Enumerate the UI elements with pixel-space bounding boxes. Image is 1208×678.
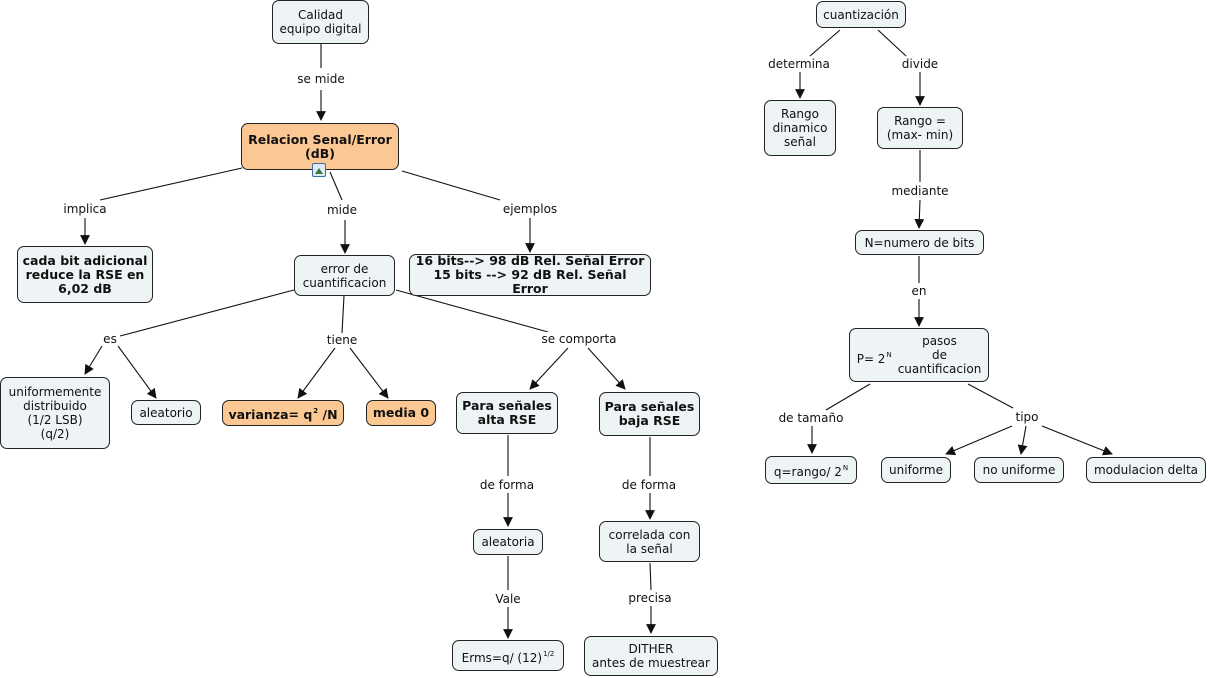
node-aleatorio[interactable]: aleatorio bbox=[131, 400, 201, 425]
node-rango-max-min[interactable]: Rango = (max- min) bbox=[877, 107, 963, 149]
node-text: DITHER bbox=[628, 642, 674, 656]
node-text: reduce la RSE en bbox=[25, 266, 145, 282]
node-correlada-con-la-senal[interactable]: correlada con la señal bbox=[599, 521, 700, 562]
node-modulacion-delta[interactable]: modulacion delta bbox=[1086, 457, 1206, 483]
node-cuantizacion[interactable]: cuantización bbox=[816, 1, 906, 28]
node-text: Calidad bbox=[298, 8, 343, 22]
link-label-vale: Vale bbox=[493, 592, 523, 606]
node-rango-dinamico-senal[interactable]: Rango dinamico señal bbox=[764, 100, 836, 156]
node-dither[interactable]: DITHER antes de muestrear bbox=[584, 636, 718, 676]
node-erms[interactable]: Erms=q/ (12)1/2 bbox=[452, 640, 564, 671]
node-text: señal bbox=[784, 135, 816, 149]
node-text: (1/2 LSB) bbox=[27, 413, 83, 427]
link-label-divide: divide bbox=[899, 57, 941, 71]
node-ejemplos-bits[interactable]: 16 bits--> 98 dB Rel. Señal Error 15 bit… bbox=[409, 254, 651, 296]
node-text: Para señales bbox=[604, 399, 695, 414]
link-label-ejemplos: ejemplos bbox=[500, 202, 560, 216]
node-text: cuantización bbox=[823, 7, 899, 22]
node-error-de-cuantificacion[interactable]: error de cuantificacion bbox=[294, 255, 395, 296]
link-label-de-forma-baja: de forma bbox=[619, 478, 679, 492]
node-text: cada bit adicional bbox=[22, 252, 148, 268]
node-text: Rango bbox=[781, 107, 819, 121]
node-text: de bbox=[932, 348, 947, 362]
node-text: uniformemente bbox=[8, 385, 102, 399]
link-label-tipo: tipo bbox=[1013, 410, 1041, 424]
node-text: error de bbox=[320, 261, 369, 276]
link-label-es: es bbox=[101, 332, 119, 346]
node-q-rango[interactable]: q=rango/ 2N bbox=[765, 456, 857, 484]
node-text: N=numero de bits bbox=[864, 235, 975, 250]
node-baja-rse[interactable]: Para señales baja RSE bbox=[599, 392, 700, 436]
node-text: cuantificacion bbox=[897, 362, 982, 376]
link-label-de-tamano: de tamaño bbox=[776, 411, 846, 425]
node-text: cuantificacion bbox=[302, 275, 387, 290]
node-text: (max- min) bbox=[886, 128, 954, 142]
node-text: alta RSE bbox=[477, 412, 537, 427]
node-text: baja RSE bbox=[618, 413, 681, 428]
node-text: Relacion Senal/Error bbox=[248, 131, 392, 147]
node-text: Rango = bbox=[894, 114, 946, 128]
node-formula: P= 2N bbox=[856, 351, 892, 366]
node-text: distribuido bbox=[23, 399, 87, 413]
node-text: dinamico bbox=[772, 121, 828, 135]
node-pasos-de-cuantificacion[interactable]: P= 2N pasos de cuantificacion bbox=[849, 328, 989, 382]
link-label-mediante: mediante bbox=[889, 184, 951, 198]
node-text: q=rango/ 2N bbox=[773, 464, 849, 479]
node-varianza[interactable]: varianza= q2 /N bbox=[222, 400, 344, 426]
node-text: modulacion delta bbox=[1093, 463, 1199, 477]
node-text: (q/2) bbox=[40, 427, 70, 441]
node-relacion-senal-error[interactable]: Relacion Senal/Error (dB) bbox=[241, 123, 399, 170]
node-aleatoria[interactable]: aleatoria bbox=[473, 529, 543, 555]
link-label-en: en bbox=[909, 284, 929, 298]
node-text: pasos bbox=[922, 334, 957, 348]
node-text: media 0 bbox=[372, 405, 430, 420]
image-attachment-icon[interactable] bbox=[312, 163, 326, 177]
link-label-precisa: precisa bbox=[626, 591, 674, 605]
link-label-mide: mide bbox=[324, 203, 360, 217]
node-text: 6,02 dB bbox=[58, 280, 112, 296]
node-text: uniforme bbox=[889, 463, 943, 477]
node-text: la señal bbox=[626, 541, 673, 556]
node-text: aleatoria bbox=[481, 535, 535, 549]
node-text: 15 bits --> 92 dB Rel. Señal Error bbox=[433, 267, 627, 296]
node-uniforme[interactable]: uniforme bbox=[881, 457, 951, 483]
node-text: no uniforme bbox=[982, 463, 1056, 477]
link-label-implica: implica bbox=[61, 202, 109, 216]
node-text: 16 bits--> 98 dB Rel. Señal Error bbox=[415, 253, 645, 268]
node-text: equipo digital bbox=[279, 22, 362, 36]
node-text: Para señales bbox=[462, 398, 552, 413]
link-label-de-forma-alta: de forma bbox=[477, 478, 537, 492]
link-label-tiene: tiene bbox=[324, 333, 360, 347]
node-cada-bit-adicional[interactable]: cada bit adicional reduce la RSE en 6,02… bbox=[17, 246, 153, 303]
node-text: correlada con bbox=[608, 527, 691, 542]
node-no-uniforme[interactable]: no uniforme bbox=[974, 457, 1064, 483]
node-text: aleatorio bbox=[139, 405, 193, 420]
node-alta-rse[interactable]: Para señales alta RSE bbox=[456, 392, 558, 434]
node-text: antes de muestrear bbox=[592, 656, 710, 670]
node-text: (dB) bbox=[305, 145, 335, 161]
node-calidad-equipo-digital[interactable]: Calidad equipo digital bbox=[272, 0, 369, 44]
link-label-se-mide: se mide bbox=[295, 72, 347, 86]
node-text-block: pasos de cuantificacion bbox=[898, 334, 982, 376]
node-text: Erms=q/ (12)1/2 bbox=[461, 649, 555, 665]
node-media-0[interactable]: media 0 bbox=[366, 400, 436, 426]
link-label-se-comporta: se comporta bbox=[539, 332, 619, 346]
node-uniformemente-distribuido[interactable]: uniformemente distribuido (1/2 LSB) (q/2… bbox=[0, 377, 110, 449]
node-numero-de-bits[interactable]: N=numero de bits bbox=[855, 230, 984, 255]
link-label-determina: determina bbox=[766, 57, 832, 71]
node-text: varianza= q2 /N bbox=[228, 407, 338, 422]
